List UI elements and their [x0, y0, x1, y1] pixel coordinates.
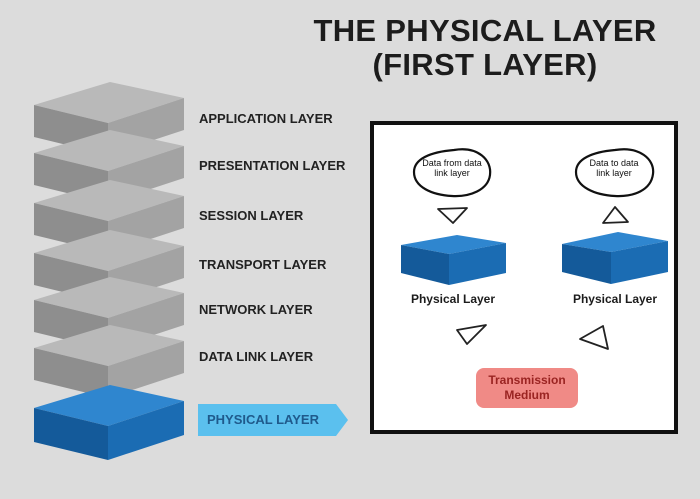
right-bubble-text: Data to data link layer	[589, 158, 639, 178]
layer-label-data-link: DATA LINK LAYER	[199, 349, 314, 364]
arrow-from-medium-right-icon	[579, 325, 609, 350]
layer-label-presentation: PRESENTATION LAYER	[199, 158, 346, 173]
arrow-up-right-icon	[602, 206, 629, 224]
arrow-down-left-icon	[437, 207, 468, 224]
medium-line-2: Medium	[504, 388, 550, 402]
physical-block-left	[401, 235, 506, 285]
layer-label-transport: TRANSPORT LAYER	[199, 257, 327, 272]
right-thought-bubble	[574, 148, 655, 198]
transmission-medium-box: Transmission Medium	[476, 368, 578, 408]
layer-label-session: SESSION LAYER	[199, 208, 304, 223]
layer-label-physical: PHYSICAL LAYER	[207, 412, 319, 427]
left-physical-label: Physical Layer	[410, 292, 496, 306]
title-line-1: THE PHYSICAL LAYER	[313, 13, 657, 48]
physical-layer-tag	[198, 404, 348, 436]
left-bubble-text: Data from data link layer	[422, 158, 482, 178]
medium-line-1: Transmission	[488, 373, 566, 387]
layer-block-data-link	[34, 325, 184, 398]
left-thought-bubble	[412, 148, 492, 198]
title-line-2: (FIRST LAYER)	[372, 47, 598, 82]
page-title: THE PHYSICAL LAYER (FIRST LAYER)	[300, 14, 670, 82]
layer-label-application: APPLICATION LAYER	[199, 111, 333, 126]
layer-label-network: NETWORK LAYER	[199, 302, 313, 317]
layer-block-physical	[34, 385, 184, 460]
arrow-to-medium-left-icon	[456, 324, 487, 345]
physical-layer-highlight: PHYSICAL LAYER	[198, 404, 348, 436]
physical-block-right	[562, 232, 668, 284]
right-physical-label: Physical Layer	[572, 292, 658, 306]
